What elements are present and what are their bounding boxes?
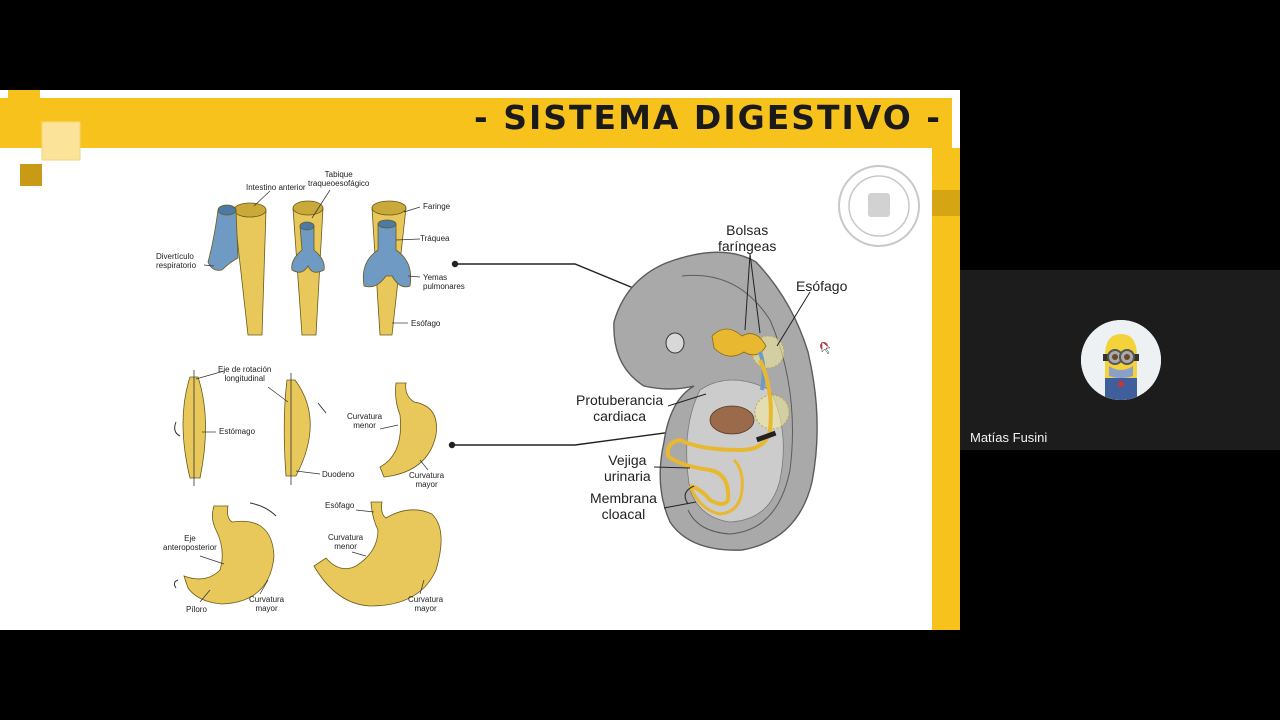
label-eje-anteroposterior: Eje anteroposterior <box>163 534 217 552</box>
participant-name: Matías Fusini <box>970 430 1047 445</box>
corner-square-2 <box>42 122 80 160</box>
label-diverticulo: Divertículo respiratorio <box>156 252 196 270</box>
label-curvatura-mayor-3: Curvatura mayor <box>408 595 443 613</box>
label-membrana-cloacal: Membrana cloacal <box>590 490 657 522</box>
label-yemas: Yemas pulmonares <box>423 273 465 291</box>
corner-square-3 <box>20 164 42 186</box>
label-curvatura-menor-2: Curvatura menor <box>328 533 363 551</box>
university-seal-icon <box>839 166 919 246</box>
slide-graphics <box>0 90 960 630</box>
label-esofago-embryo: Esófago <box>796 278 847 294</box>
label-tabique: Tabique traqueoesofágico <box>308 170 369 188</box>
label-traquea: Tráquea <box>420 234 450 243</box>
pointer-cursor-icon <box>820 342 830 354</box>
label-faringe: Faringe <box>423 202 450 211</box>
label-vejiga-urinaria: Vejiga urinaria <box>604 452 651 484</box>
slide-title: - SISTEMA DIGESTIVO - <box>474 98 942 137</box>
stomach-figure <box>183 370 441 606</box>
label-curvatura-mayor-1: Curvatura mayor <box>409 471 444 489</box>
corner-square-1 <box>8 90 40 122</box>
label-esofago-resp: Esófago <box>411 319 440 328</box>
label-curvatura-mayor-2: Curvatura mayor <box>249 595 284 613</box>
label-protuberancia-cardiaca: Protuberancia cardiaca <box>576 392 663 424</box>
label-eje-rotacion: Eje de rotación longitudinal <box>218 365 271 383</box>
embryo-eye <box>666 333 684 353</box>
label-bolsas-faringeas: Bolsas faríngeas <box>718 222 776 254</box>
embryo-heart <box>710 406 754 434</box>
respiratory-figure <box>208 201 411 335</box>
label-curvatura-menor-1: Curvatura menor <box>347 412 382 430</box>
shared-screen: - SISTEMA DIGESTIVO - Intestino anterior… <box>0 0 960 720</box>
label-estomago: Estómago <box>219 427 255 436</box>
label-esofago-stomach: Esófago <box>325 501 354 510</box>
label-piloro: Píloro <box>186 605 207 614</box>
presentation-slide: - SISTEMA DIGESTIVO - Intestino anterior… <box>0 90 960 630</box>
participant-tile[interactable]: Matías Fusini <box>960 270 1280 450</box>
minion-avatar-icon <box>1081 320 1161 400</box>
label-intestino-anterior: Intestino anterior <box>246 183 306 192</box>
label-duodeno: Duodeno <box>322 470 354 479</box>
right-accent-bar <box>932 148 960 630</box>
